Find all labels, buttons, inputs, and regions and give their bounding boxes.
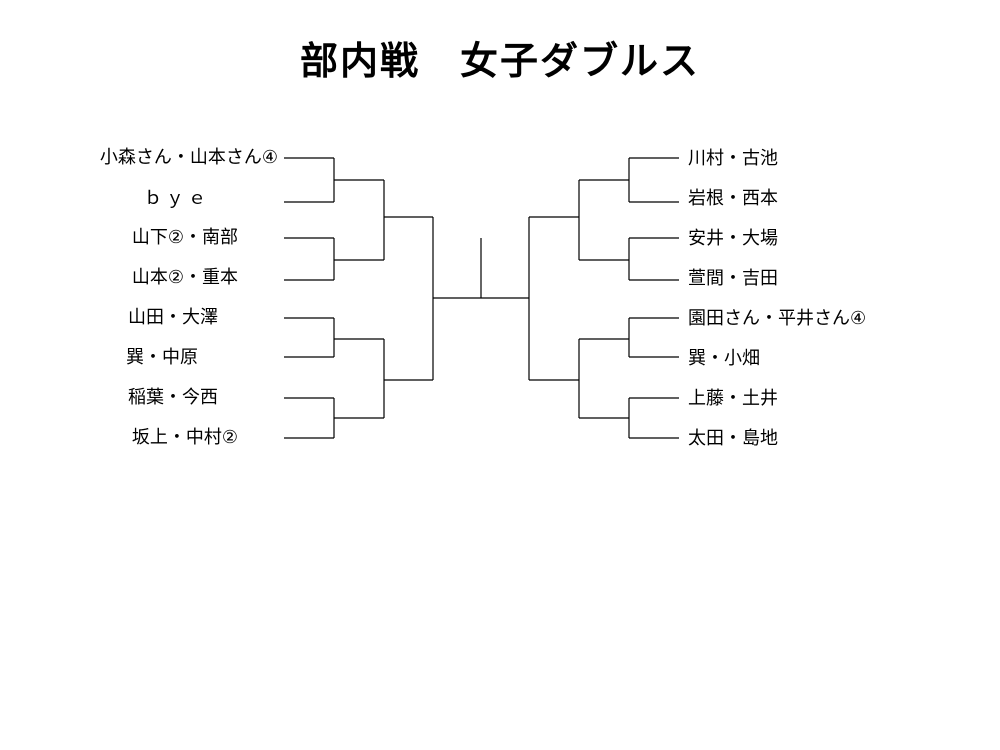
right-entry-7: 上藤・土井: [688, 388, 778, 409]
right-entry-3: 安井・大場: [688, 228, 778, 249]
left-entry-2: ｂｙｅ: [144, 188, 210, 209]
left-entry-7: 稲葉・今西: [128, 387, 218, 408]
right-entry-6: 巽・小畑: [688, 348, 760, 369]
page-title: 部内戦 女子ダブルス: [299, 39, 700, 83]
right-entry-4: 萱間・吉田: [688, 268, 778, 289]
left-entry-6: 巽・中原: [126, 347, 198, 368]
left-entry-4: 山本②・重本: [131, 267, 238, 288]
left-entry-8: 坂上・中村②: [131, 427, 238, 448]
right-entry-2: 岩根・西本: [688, 188, 778, 209]
left-entry-5: 山田・大澤: [128, 307, 218, 328]
left-entry-3: 山下②・南部: [131, 227, 238, 248]
right-entry-5: 園田さん・平井さん④: [688, 308, 867, 329]
right-entry-8: 太田・島地: [688, 428, 778, 449]
left-entry-1: 小森さん・山本さん④: [99, 147, 278, 168]
right-entry-1: 川村・古池: [688, 148, 778, 169]
